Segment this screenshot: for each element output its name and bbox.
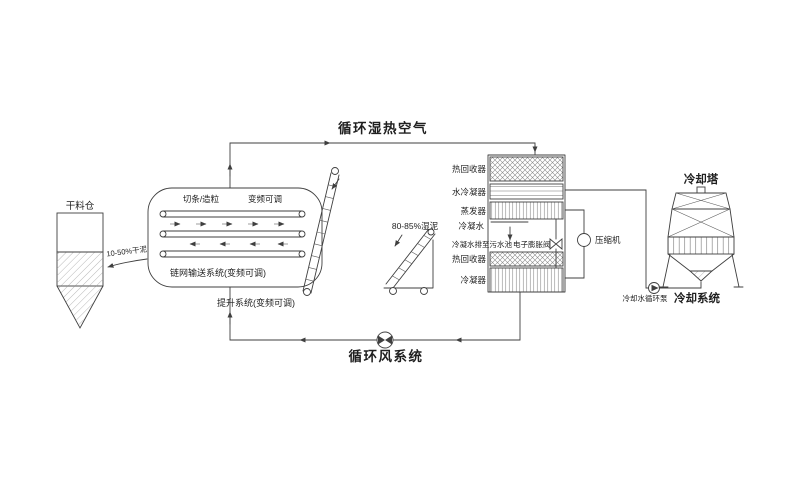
label-cooling-system: 冷却系统 bbox=[674, 291, 720, 305]
refrigerant-circuit bbox=[549, 209, 591, 279]
label-wet-mud: 80-85%湿泥 bbox=[392, 221, 439, 231]
label-cutting: 切条/造粒 bbox=[183, 194, 220, 204]
label-dry-silo: 干料仓 bbox=[66, 200, 95, 212]
air-duct-bottom bbox=[227, 286, 521, 349]
pump-blade-icon bbox=[651, 284, 659, 292]
label-water-condenser: 水冷凝器 bbox=[452, 187, 487, 197]
discharge-arrow-icon bbox=[331, 178, 340, 190]
evaporator-coil bbox=[489, 201, 564, 220]
label-air-system: 循环风系统 bbox=[349, 348, 424, 364]
belt-flow-arrows bbox=[170, 221, 288, 247]
heat-recovery-top-coil bbox=[489, 156, 564, 182]
heat-recovery-bottom-coil bbox=[489, 251, 564, 267]
water-condenser-coil bbox=[489, 183, 564, 200]
chain-conveyor-dryer bbox=[147, 187, 323, 288]
label-cooling-tower: 冷却塔 bbox=[684, 172, 719, 186]
label-compressor: 压缩机 bbox=[595, 235, 621, 245]
fan-blades-icon bbox=[378, 335, 392, 345]
air-duct-top bbox=[227, 140, 538, 189]
dry-silo bbox=[56, 212, 104, 329]
label-evaporator: 蒸发器 bbox=[460, 206, 486, 216]
expansion-valve-icon bbox=[549, 238, 563, 250]
wheel-icon bbox=[389, 287, 397, 295]
label-expansion-valve: 电子膨胀阀 bbox=[513, 239, 551, 249]
label-humid-hot-air: 循环湿热空气 bbox=[338, 120, 428, 136]
label-heat-recovery-bottom: 热回收器 bbox=[452, 254, 487, 264]
label-lift-system: 提升系统(变频可调) bbox=[217, 297, 295, 308]
label-vfd: 变频可调 bbox=[248, 194, 282, 204]
wet-feed-unit bbox=[383, 228, 436, 295]
label-cooling-pump: 冷却水循环泵 bbox=[623, 293, 668, 303]
compressor-icon bbox=[577, 233, 591, 247]
label-dry-mud: 10-50%干泥 bbox=[106, 245, 148, 259]
wheel-icon bbox=[420, 287, 428, 295]
label-heat-recovery-top: 热回收器 bbox=[452, 164, 487, 174]
tower-louvers bbox=[667, 236, 735, 255]
label-condensate-drain: 冷凝水排至污水池 bbox=[452, 239, 512, 249]
tower-basin-cone bbox=[688, 270, 714, 282]
condenser-coil bbox=[489, 267, 564, 293]
lift-elevator bbox=[302, 167, 340, 296]
label-condenser: 冷凝器 bbox=[460, 275, 486, 285]
cooling-water-circuit bbox=[564, 189, 702, 294]
feed-arrow-icon bbox=[394, 234, 403, 247]
heat-pump-stack bbox=[487, 154, 566, 293]
silo-material-fill bbox=[57, 252, 103, 326]
fan-motor bbox=[696, 186, 706, 194]
label-condensate: 冷凝水 bbox=[458, 221, 484, 231]
label-chain-system: 链网输送系统(变频可调) bbox=[170, 267, 266, 278]
cooling-tower bbox=[658, 186, 744, 288]
dry-mud-flow bbox=[107, 258, 148, 268]
